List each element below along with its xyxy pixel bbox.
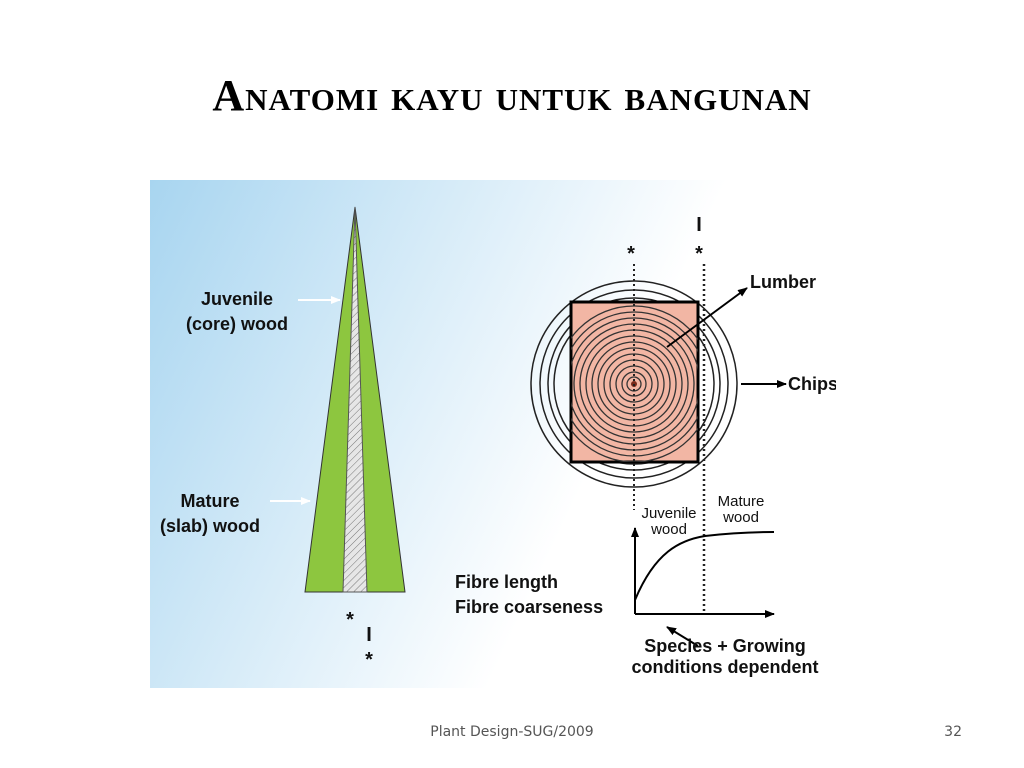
log-star-left: * <box>627 243 635 265</box>
mature-slab-label-line1: Mature <box>180 491 239 511</box>
juvenile-core-region <box>342 206 368 593</box>
lumber-label: Lumber <box>750 272 816 292</box>
tree-marker-bar: I <box>366 624 372 646</box>
slide-title: Anatomi kayu untuk bangunan <box>212 71 812 120</box>
graph-juvenile-label-line1: Juvenile <box>641 505 696 522</box>
tree-star-left: * <box>346 609 354 631</box>
slide-footer: Plant Design-SUG/2009 <box>430 724 594 740</box>
juvenile-core-label-line2: (core) wood <box>186 314 288 334</box>
graph-mature-label-line2: wood <box>722 509 759 526</box>
page-number: 32 <box>944 724 962 740</box>
wood-anatomy-figure: Juvenile (core) wood Mature (slab) wood … <box>150 180 836 688</box>
tree-star-bottom: * <box>365 649 373 671</box>
species-note-arrow <box>666 626 699 647</box>
juvenile-core-label-line1: Juvenile <box>201 289 273 309</box>
mature-slab-label-line2: (slab) wood <box>160 516 260 536</box>
fibre-coarseness-label: Fibre coarseness <box>455 597 603 617</box>
graph-juvenile-label-line2: wood <box>650 521 687 538</box>
fibre-length-label: Fibre length <box>455 572 558 592</box>
log-section: * I * Lumber Chips <box>530 214 836 615</box>
lumber-arrow <box>666 287 748 348</box>
fibre-curve <box>634 531 775 601</box>
tree-section: Juvenile (core) wood Mature (slab) wood … <box>160 206 406 671</box>
fibre-graph: Juvenile wood Mature wood Fibre length F… <box>455 493 819 677</box>
log-marker-bar: I <box>696 214 702 236</box>
species-note-line2: conditions dependent <box>632 657 819 677</box>
figure-background <box>150 180 836 688</box>
wood-anatomy-diagram: Juvenile (core) wood Mature (slab) wood … <box>150 180 836 688</box>
species-note-line1: Species + Growing <box>644 636 806 656</box>
log-star-right: * <box>695 243 703 265</box>
graph-mature-label-line1: Mature <box>718 493 765 510</box>
chips-label: Chips <box>788 374 836 394</box>
